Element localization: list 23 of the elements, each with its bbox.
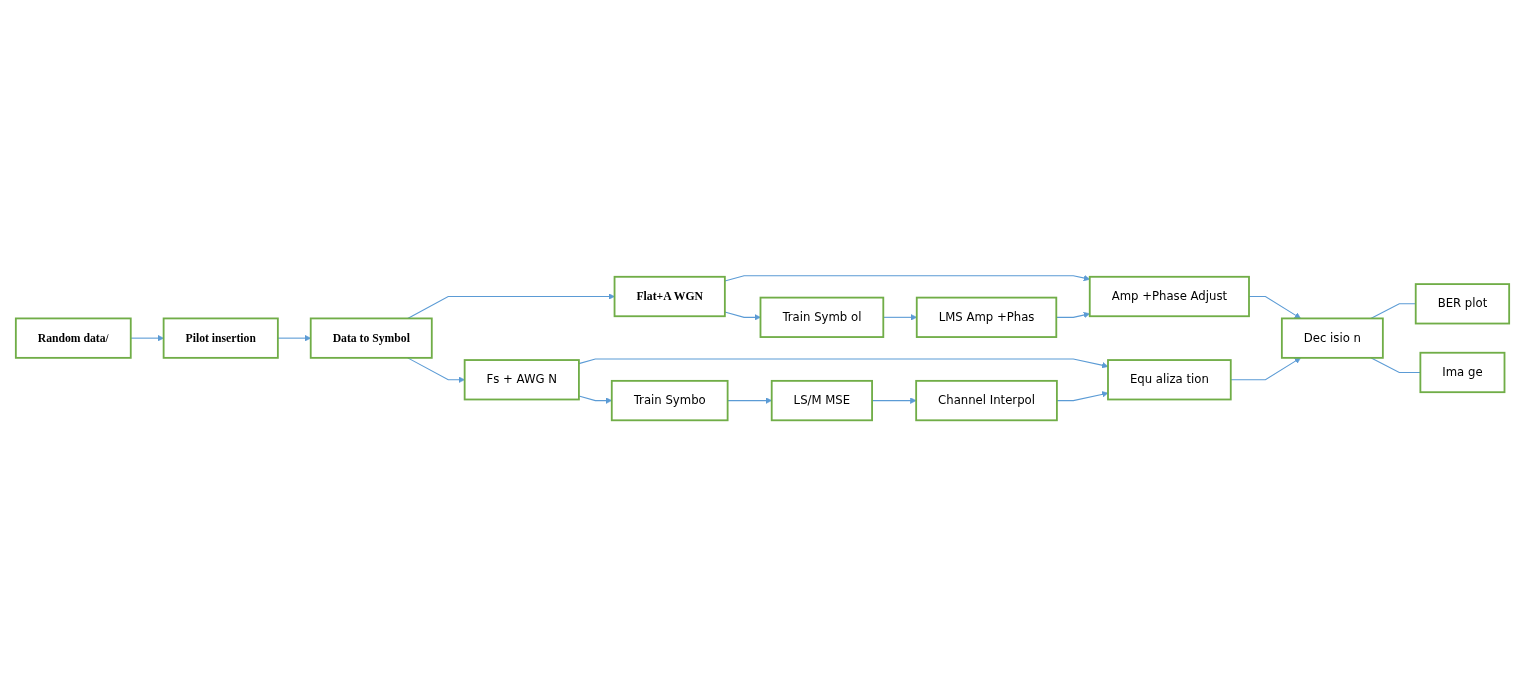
node-box: BER plot: [1414, 283, 1511, 325]
arrow: [724, 311, 761, 321]
node-box: Data to Symbol: [309, 317, 433, 359]
node-box: Channel Interpol: [915, 379, 1058, 422]
node-box: Ima ge: [1419, 351, 1506, 394]
node-box: Random data/: [14, 317, 132, 359]
arrow: [407, 293, 615, 319]
node-box: Train Symb ol: [759, 296, 885, 338]
arrow: [1230, 357, 1301, 381]
arrow: [130, 334, 164, 342]
node-box: Fs + AWG N: [463, 359, 580, 401]
node-box: LS/M MSE: [770, 379, 873, 422]
node-box: Flat+A WGN: [613, 275, 726, 318]
arrow: [277, 334, 311, 342]
arrow: [407, 357, 465, 383]
node-box: Amp +Phase Adjust: [1088, 275, 1250, 318]
node-box: Dec isio n: [1280, 317, 1384, 359]
node-box: Train Symbo: [610, 379, 729, 422]
connector: [1370, 357, 1421, 373]
node-box: Equ aliza tion: [1107, 359, 1232, 401]
node-box: LMS Amp +Phas: [915, 296, 1058, 338]
arrow: [727, 397, 772, 404]
node-box: Pilot insertion: [162, 317, 279, 359]
